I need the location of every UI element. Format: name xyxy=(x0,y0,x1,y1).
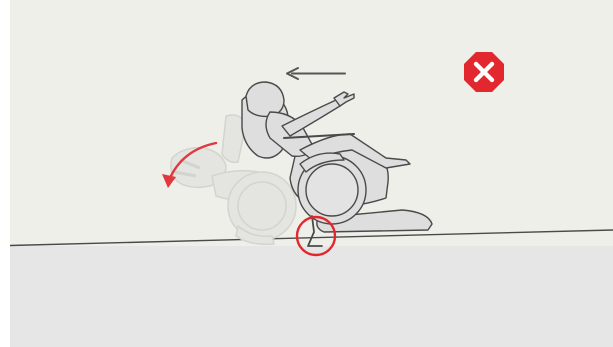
frame-left-strip xyxy=(0,0,10,347)
drive-wheel-rim xyxy=(306,164,358,216)
floor-area xyxy=(10,246,613,347)
error-x-icon xyxy=(464,52,504,92)
user-head xyxy=(246,82,284,116)
